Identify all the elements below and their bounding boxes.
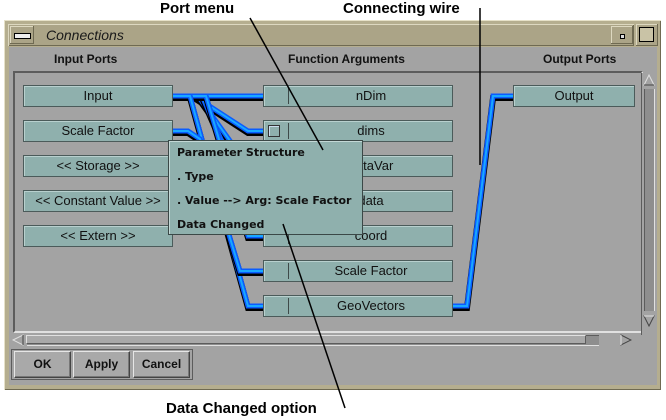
output-port[interactable]: Output: [513, 85, 635, 107]
minimize-icon: [620, 34, 625, 39]
function-argument[interactable]: dims: [263, 120, 453, 142]
argument-separator: [288, 88, 289, 104]
maximize-button[interactable]: [636, 24, 658, 46]
input-port[interactable]: << Extern >>: [23, 225, 173, 247]
menu-item-value[interactable]: . Value --> Arg: Scale Factor: [177, 194, 352, 207]
apply-button[interactable]: Apply: [73, 351, 130, 378]
ok-button[interactable]: OK: [14, 351, 71, 378]
callout-connecting-wire: Connecting wire: [343, 0, 460, 17]
input-port[interactable]: << Storage >>: [23, 155, 173, 177]
column-header-input-ports: Input Ports: [54, 52, 118, 66]
argument-label: GeoVectors: [337, 298, 405, 313]
port-menu: Parameter Structure . Type . Value --> A…: [168, 140, 363, 235]
column-header-function-arguments: Function Arguments: [288, 52, 405, 66]
function-argument[interactable]: Scale Factor: [263, 260, 453, 282]
input-port[interactable]: << Constant Value >>: [23, 190, 173, 212]
function-argument[interactable]: nDim: [263, 85, 453, 107]
scroll-right-arrow-icon[interactable]: [620, 334, 632, 346]
column-header-output-ports: Output Ports: [543, 52, 617, 66]
callout-port-menu: Port menu: [160, 0, 235, 17]
horizontal-scroll-thumb[interactable]: [26, 335, 586, 344]
maximize-icon: [639, 27, 654, 42]
argument-label: nDim: [355, 88, 387, 103]
window-menu-button[interactable]: [10, 26, 34, 44]
window-title: Connections: [46, 27, 124, 43]
menu-item-type[interactable]: . Type: [177, 170, 214, 183]
minimize-button[interactable]: [611, 26, 633, 44]
button-bar: [11, 349, 193, 380]
vertical-scroll-thumb[interactable]: [644, 89, 655, 311]
scroll-left-arrow-icon[interactable]: [12, 334, 24, 346]
scroll-up-arrow-icon[interactable]: [643, 74, 655, 86]
argument-label: dims: [357, 123, 385, 138]
function-argument[interactable]: GeoVectors: [263, 295, 453, 317]
argument-separator: [288, 298, 289, 314]
input-port[interactable]: Scale Factor: [23, 120, 173, 142]
argument-separator: [288, 263, 289, 279]
menu-item-parameter-structure[interactable]: Parameter Structure: [177, 146, 305, 159]
horizontal-scrollbar[interactable]: [12, 333, 634, 347]
argument-label: data: [358, 193, 384, 208]
input-port[interactable]: Input: [23, 85, 173, 107]
argument-separator: [288, 123, 289, 139]
vertical-scrollbar[interactable]: [641, 73, 656, 335]
menu-item-data-changed[interactable]: Data Changed: [177, 218, 265, 231]
scroll-down-arrow-icon[interactable]: [643, 315, 655, 327]
cancel-button[interactable]: Cancel: [133, 351, 190, 378]
window-menu-icon: [14, 33, 31, 39]
argument-label: Scale Factor: [334, 263, 408, 278]
callout-data-changed-option: Data Changed option: [166, 400, 317, 417]
argument-checkbox[interactable]: [268, 125, 280, 137]
